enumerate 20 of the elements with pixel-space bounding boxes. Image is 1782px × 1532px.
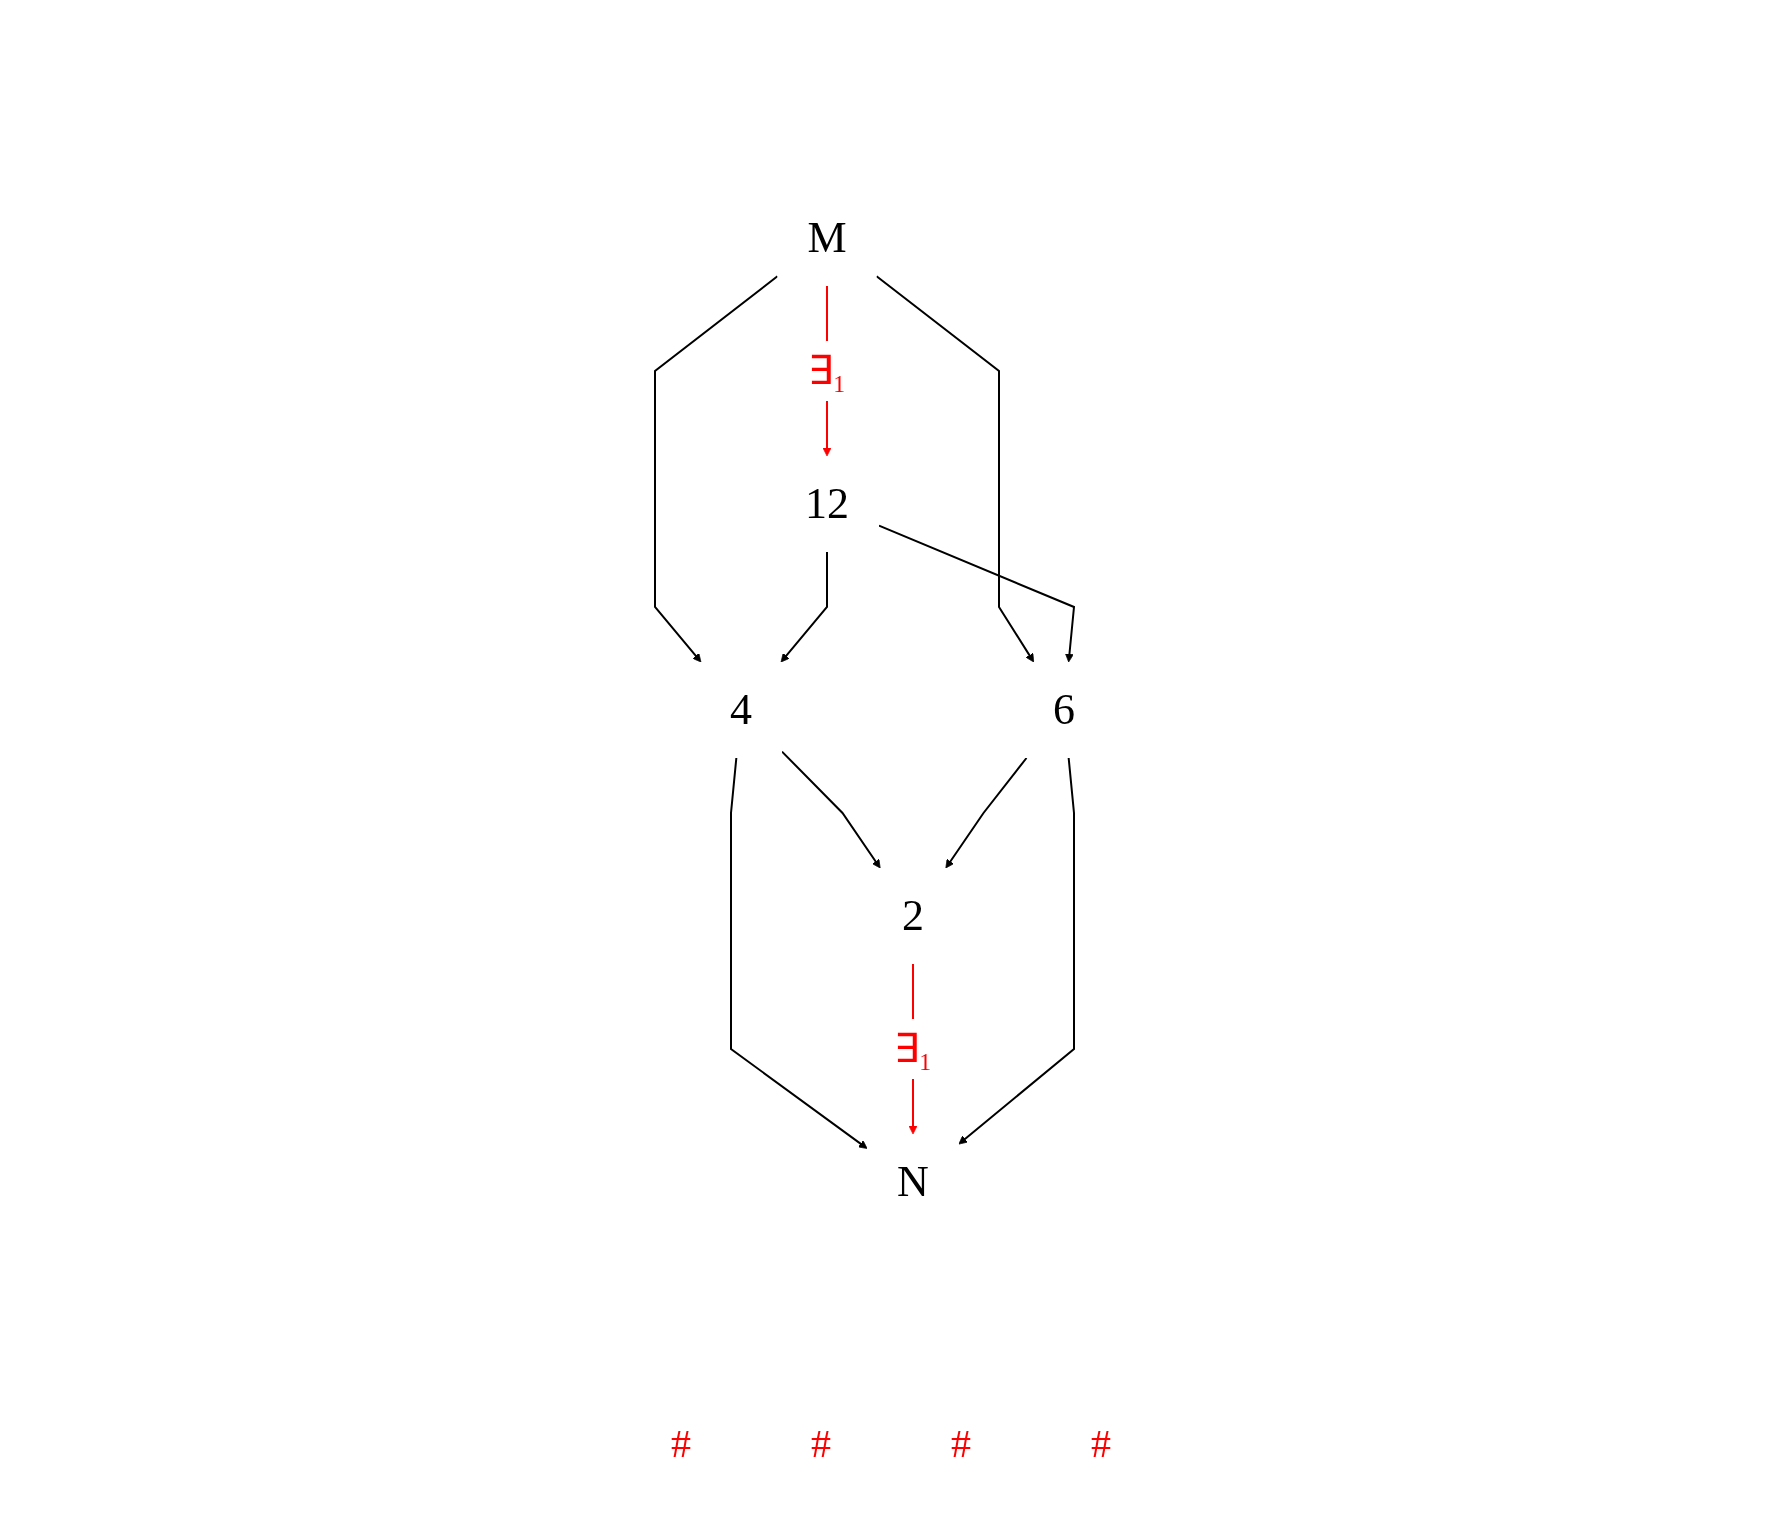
arrow [730,757,868,1149]
node-text: 4 [730,685,752,734]
edge-label: ∃₁ [807,348,847,393]
arrow [654,275,779,663]
arrow [878,524,1076,663]
arrow [781,750,881,869]
node-text: 6 [1053,685,1075,734]
node-text: M [807,213,847,262]
arrow [875,275,1035,663]
arrow [780,551,828,663]
node-text: 2 [902,891,924,940]
annotation-mark: # [811,1420,831,1467]
annotation-mark: # [1091,1420,1111,1467]
node-text: 12 [805,479,849,528]
arrow [945,757,1028,869]
annotation-mark: # [951,1420,971,1467]
node-text: N [897,1157,929,1206]
arrow [958,757,1075,1145]
annotation-mark: # [671,1420,691,1467]
edge-label: ∃₁ [893,1026,933,1071]
